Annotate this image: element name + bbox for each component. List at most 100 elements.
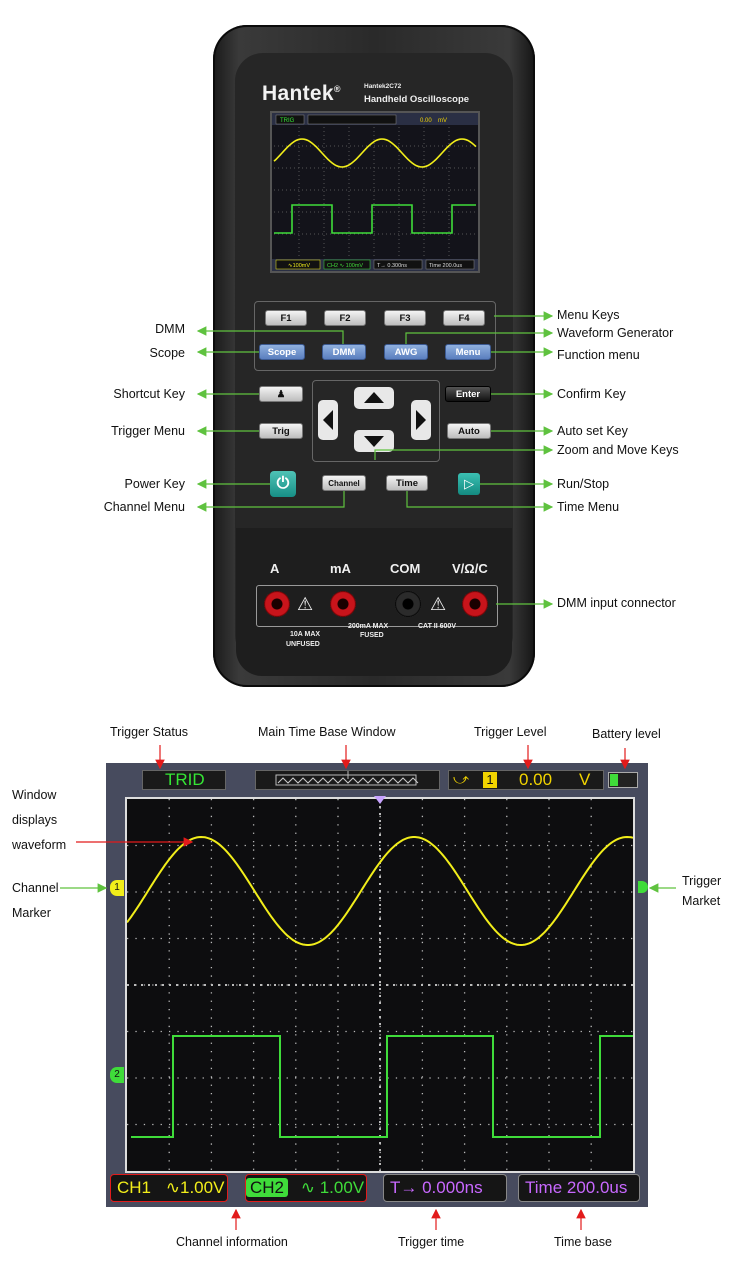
callout-function-menu: Function menu <box>557 348 640 362</box>
connector-label-a: A <box>270 561 280 576</box>
callout-waveform-generator: Waveform Generator <box>557 326 674 340</box>
trig-key[interactable]: Trig <box>259 423 303 439</box>
callout-trigger-level: Trigger Level <box>474 725 547 739</box>
trigger-status-box: TRID <box>142 770 226 790</box>
zoom-move-keys <box>312 380 440 462</box>
time-key[interactable]: Time <box>386 475 428 491</box>
svg-text:∿100mV: ∿100mV <box>288 263 310 269</box>
ch1-marker: 1 <box>110 880 124 896</box>
callout-trigger-menu: Trigger Menu <box>111 424 185 438</box>
callout-channel-marker-line1: Channel <box>12 881 59 895</box>
enter-key[interactable]: Enter <box>445 386 491 402</box>
device-callout-lines <box>196 311 554 609</box>
callout-shortcut-key: Shortcut Key <box>113 387 185 401</box>
power-icon: ⏻ <box>276 475 290 492</box>
svg-text:CH2 ∿ 100mV: CH2 ∿ 100mV <box>327 263 363 269</box>
jack-v-ohm-c[interactable] <box>462 591 488 617</box>
dmm-key[interactable]: DMM <box>322 344 366 360</box>
triangle-down-icon <box>364 436 384 447</box>
f2-key[interactable]: F2 <box>324 310 366 326</box>
device-subtitle: Handheld Oscilloscope <box>364 94 470 105</box>
svg-text:mV: mV <box>438 118 447 124</box>
f3-key[interactable]: F3 <box>384 310 426 326</box>
svg-text:T→ 0.300ns: T→ 0.300ns <box>377 263 407 269</box>
connector-label-ma: mA <box>330 561 351 576</box>
svg-text:0.00: 0.00 <box>420 118 432 124</box>
auto-key[interactable]: Auto <box>447 423 491 439</box>
triangle-right-icon <box>416 410 426 430</box>
callout-zoom-move-keys: Zoom and Move Keys <box>557 443 679 457</box>
callout-window-line1: Window <box>12 788 57 802</box>
trigger-time-value: T→ 0.000ns <box>390 1178 483 1197</box>
callout-time-menu: Time Menu <box>557 500 620 514</box>
waveform-plot <box>126 799 634 1171</box>
up-arrow-key[interactable] <box>354 387 394 409</box>
callout-dmm-input-connector: DMM input connector <box>557 596 676 610</box>
jack-com[interactable] <box>395 591 421 617</box>
channel-key[interactable]: Channel <box>322 475 366 491</box>
ch1-info-box: CH1 ∿1.00V <box>110 1174 228 1202</box>
rising-edge-icon: ⤻ <box>453 771 470 788</box>
f1-key[interactable]: F1 <box>265 310 307 326</box>
warning-icon: ⚠ <box>430 594 447 614</box>
ch2-marker: 2 <box>110 1067 124 1083</box>
callout-trigger-market-line1: Trigger <box>682 874 722 888</box>
callout-dmm: DMM <box>155 322 185 336</box>
trigger-time-box: T→ 0.000ns <box>383 1174 507 1202</box>
connector-label-v-ohm-c: V/Ω/C <box>452 561 488 576</box>
callout-scope: Scope <box>149 346 185 360</box>
callout-window-line2: displays <box>12 813 58 827</box>
rating-fused: FUSED <box>360 632 384 639</box>
device-screen-waveforms: TRIG 0.00 mV ∿100mV CH2 ∿ 100mV T→ 0.300… <box>272 113 478 271</box>
svg-text:TRIG: TRIG <box>280 118 295 124</box>
waveform-window <box>125 797 635 1173</box>
trigger-channel-badge: 1 <box>483 772 497 788</box>
callout-trigger-time: Trigger time <box>398 1235 465 1249</box>
connector-frame <box>256 585 498 627</box>
jack-ma[interactable] <box>330 591 356 617</box>
trigger-level-value: 0.00 <box>519 770 553 789</box>
ch2-label: CH2 <box>246 1178 289 1197</box>
user-icon: ♟ <box>276 389 286 400</box>
callout-run-stop: Run/Stop <box>557 477 610 491</box>
connector-label-com: COM <box>390 561 421 576</box>
trigger-status-text: TRID <box>165 770 205 789</box>
rating-10a-max: 10A MAX <box>290 631 321 638</box>
play-pause-icon: ▷ <box>464 476 474 491</box>
callout-menu-keys: Menu Keys <box>557 308 620 322</box>
time-base-box: Time 200.0us <box>518 1174 640 1202</box>
callout-channel-menu: Channel Menu <box>103 500 185 514</box>
down-arrow-key[interactable] <box>354 430 394 452</box>
ch2-value: ∿ 1.00V <box>300 1178 365 1197</box>
trigger-level-box: ⤻ 1 0.00 V <box>448 770 604 790</box>
awg-key[interactable]: AWG <box>384 344 428 360</box>
callout-window-line3: waveform <box>12 838 67 852</box>
callout-trigger-market-line2: Market <box>682 894 721 908</box>
jack-a[interactable] <box>264 591 290 617</box>
ch1-label: CH1 <box>117 1178 152 1197</box>
function-key-group <box>254 301 496 371</box>
battery-icon <box>608 772 638 788</box>
run-stop-key[interactable]: ▷ <box>458 473 480 495</box>
callout-auto-set-key: Auto set Key <box>557 424 628 438</box>
device-screen: TRIG 0.00 mV ∿100mV CH2 ∿ 100mV T→ 0.300… <box>270 111 480 273</box>
callout-battery-level: Battery level <box>592 727 661 741</box>
menu-key[interactable]: Menu <box>445 344 491 360</box>
trigger-level-unit: V <box>579 770 591 789</box>
f4-key[interactable]: F4 <box>443 310 485 326</box>
rating-200ma-max: 200mA MAX <box>348 623 389 630</box>
right-arrow-key[interactable] <box>411 400 431 440</box>
brand-logo: Hantek® <box>262 82 341 105</box>
rating-unfused: UNFUSED <box>286 641 320 648</box>
triangle-left-icon <box>323 410 333 430</box>
callout-power-key: Power Key <box>124 477 185 491</box>
power-key[interactable]: ⏻ <box>270 471 296 497</box>
scope-key[interactable]: Scope <box>259 344 305 360</box>
callout-main-time-base-window: Main Time Base Window <box>258 725 396 739</box>
callout-confirm-key: Confirm Key <box>557 387 626 401</box>
scope-callout-lines <box>60 745 676 1230</box>
shortcut-key[interactable]: ♟ <box>259 386 303 402</box>
time-base-value: Time 200.0us <box>525 1178 628 1197</box>
triangle-up-icon <box>364 392 384 403</box>
left-arrow-key[interactable] <box>318 400 338 440</box>
